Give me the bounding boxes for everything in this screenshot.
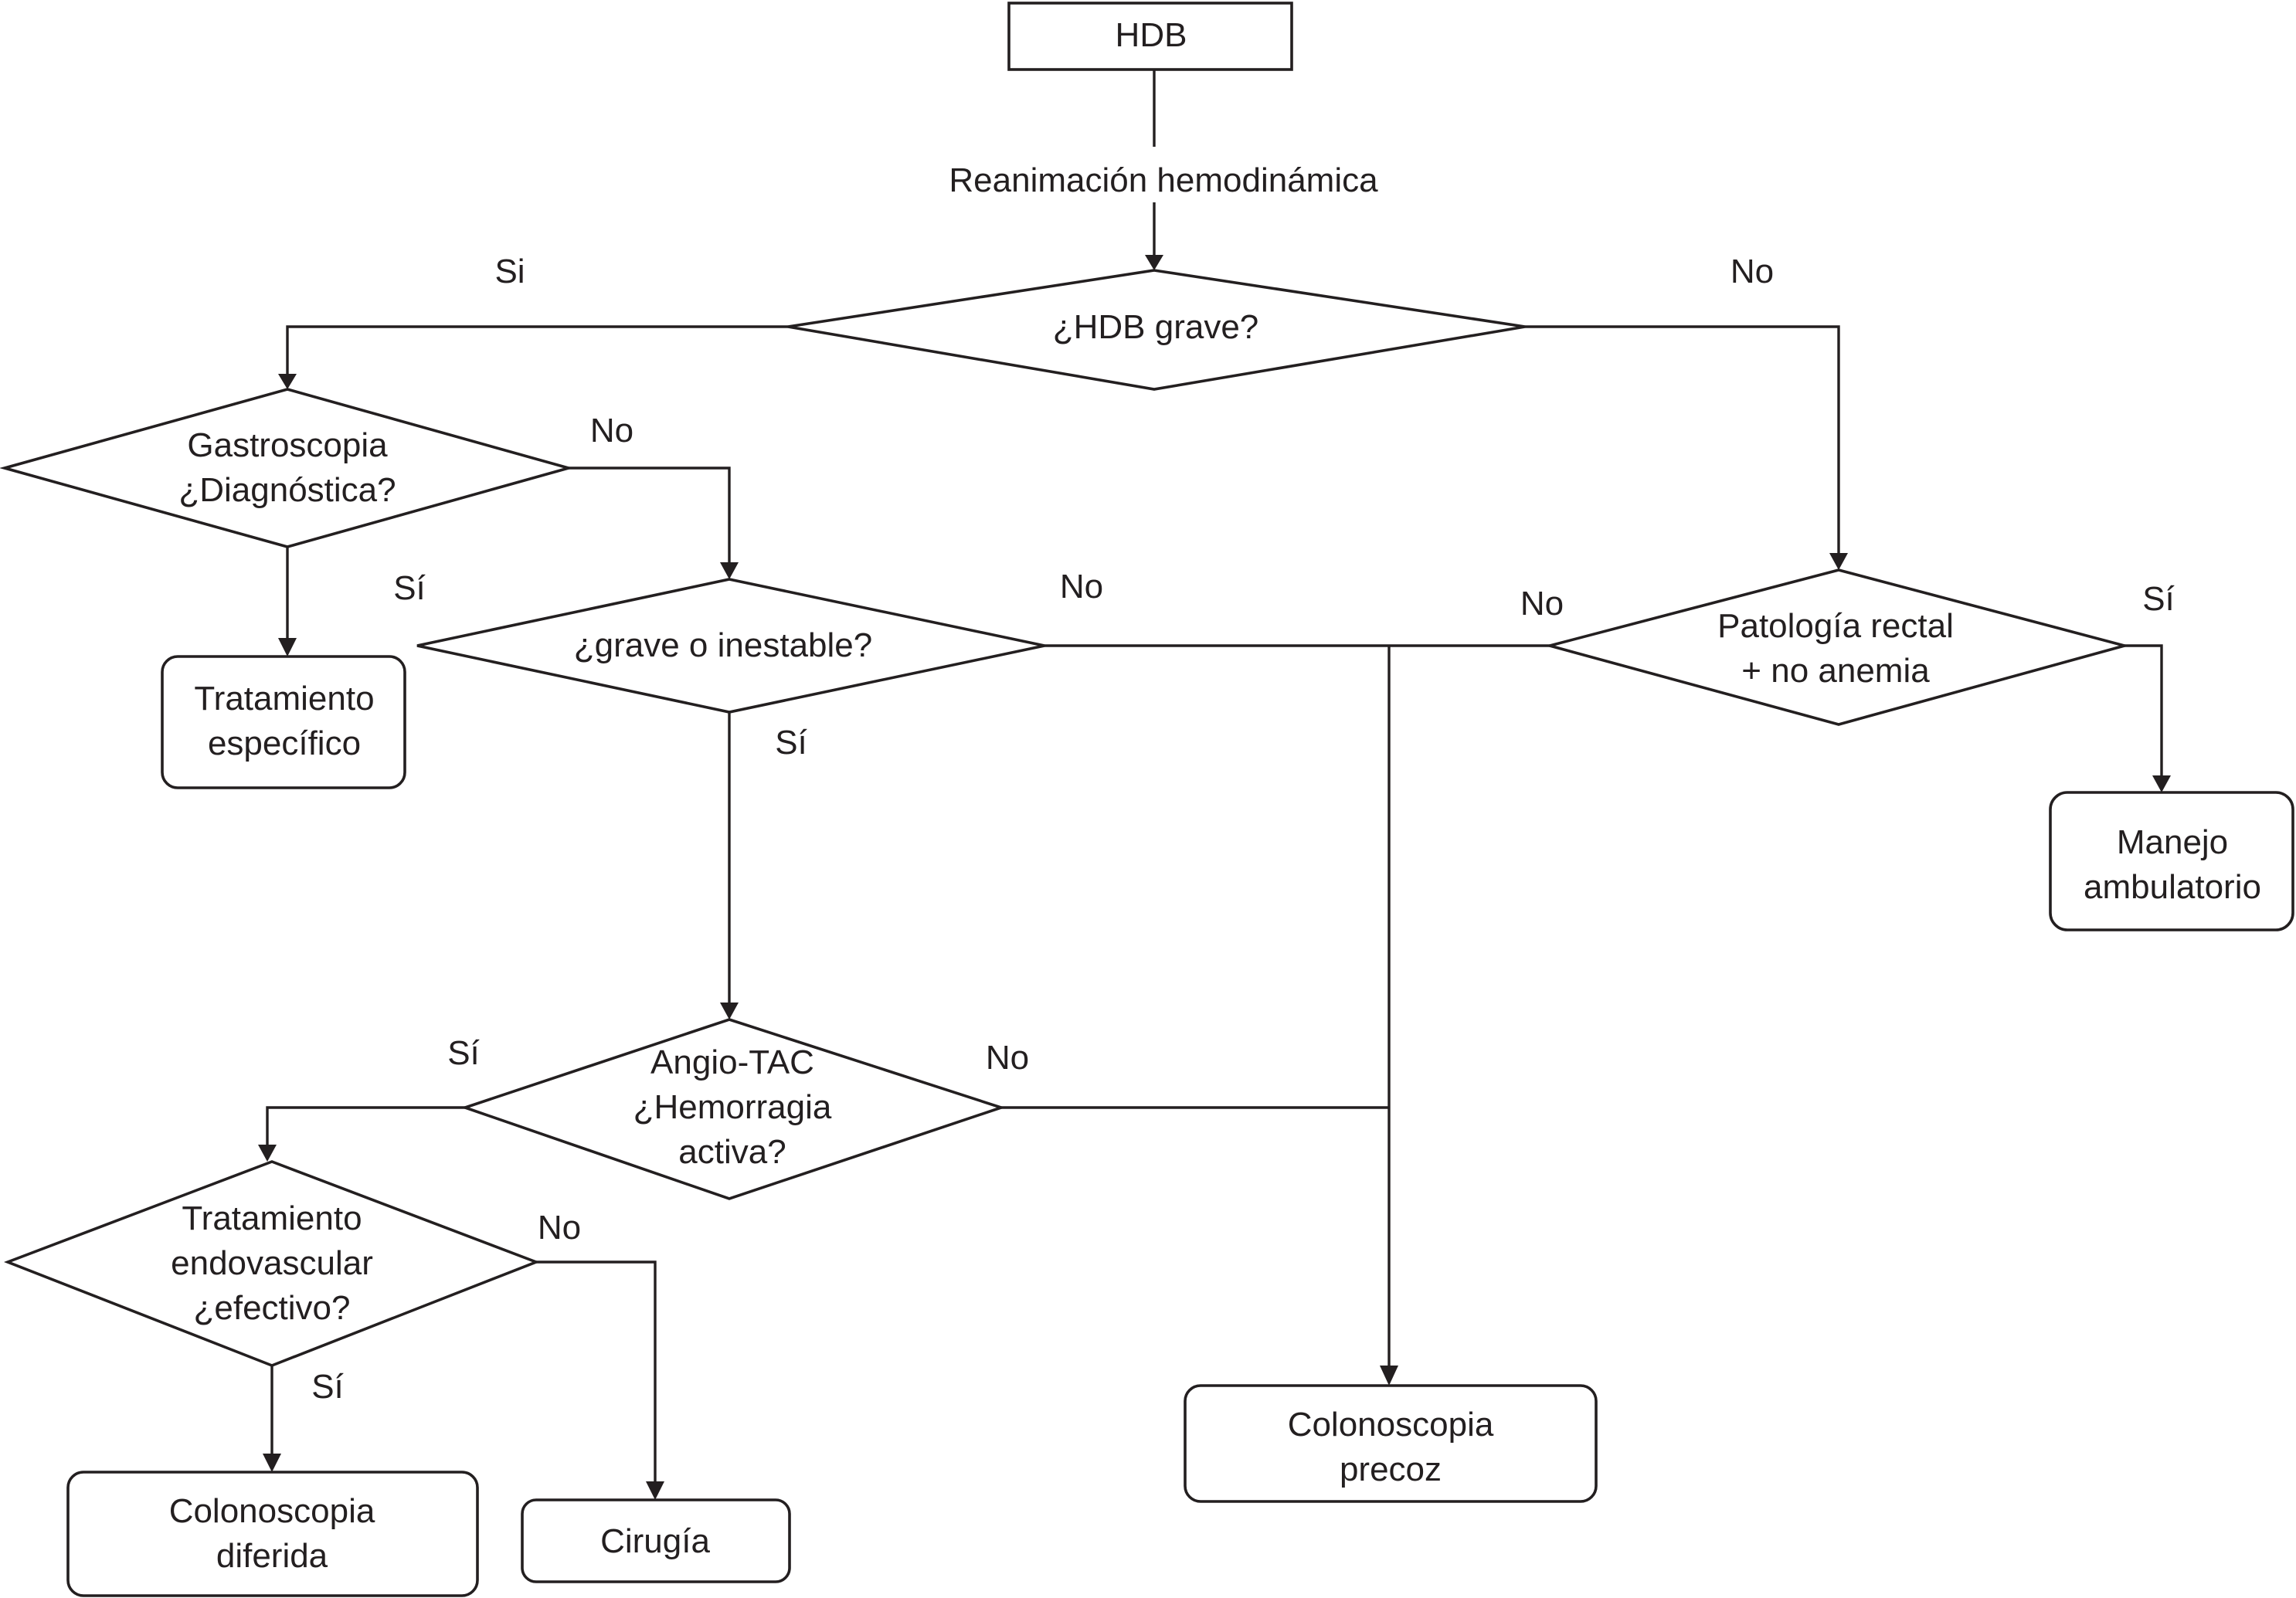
arrowhead-patologia-rectal [1829, 553, 1848, 570]
edge-label-rectal-no: No [1520, 585, 1564, 623]
connectors [266, 70, 2163, 1483]
edge-label-grave-si: Si [494, 253, 525, 290]
arrowheads [258, 255, 2171, 1500]
connector-grave-si [286, 325, 788, 375]
connector-angio-si [266, 1106, 465, 1145]
hdb-label: HDB [1115, 16, 1187, 54]
edge-label-endo-no: No [537, 1209, 582, 1247]
connector-gastro-no [569, 467, 731, 562]
arrowhead-gastroscopia [278, 374, 297, 389]
arrowhead-tratamiento-endovascular [258, 1145, 277, 1162]
connector-rectal-si [2124, 644, 2163, 777]
arrowhead-angio-tac [720, 1003, 739, 1020]
angio-tac-diamond [460, 1018, 1006, 1200]
manejo-ambulatorio-box [2049, 791, 2294, 931]
tratamiento-especifico-box [161, 655, 406, 789]
edge-label-rectal-si: Sí [2142, 580, 2175, 618]
edge-label-gastro-no: No [589, 412, 634, 450]
colonoscopia-diferida-label: Colonoscopia diferida [168, 1492, 375, 1575]
hdb-grave-label: ¿HDB grave? [1052, 308, 1259, 346]
grave-inestable-diamond [416, 578, 1045, 714]
colonoscopia-precoz-box [1184, 1384, 1598, 1503]
colonoscopia-precoz-label: Colonoscopia precoz [1287, 1406, 1494, 1488]
edge-label-angio-si: Sí [447, 1034, 480, 1072]
patologia-rectal-diamond [1544, 568, 2130, 726]
edge-label-inestable-si: Sí [775, 724, 807, 762]
connector-endo-no [536, 1260, 657, 1483]
reanimacion-label: Reanimación hemodinámica [949, 161, 1378, 199]
angio-tac-label: Angio-TAC ¿Hemorragia activa? [633, 1043, 832, 1171]
arrowhead-hdb-grave [1145, 255, 1163, 270]
arrowhead-colonoscopia-diferida [263, 1454, 281, 1472]
edge-label-inestable-no: No [1059, 568, 1104, 606]
hdb-grave-diamond [787, 269, 1526, 391]
grave-inestable-label: ¿grave o inestable? [573, 626, 873, 664]
arrowhead-tratamiento-especifico [278, 638, 297, 657]
cirugia-box [521, 1498, 791, 1583]
arrowhead-grave-inestable [720, 562, 739, 579]
gastroscopia-label: Gastroscopia ¿Diagnóstica? [178, 426, 396, 509]
tratamiento-endovascular-diamond [4, 1160, 540, 1367]
edge-label-angio-no: No [985, 1039, 1030, 1077]
hdb-box [1007, 2, 1293, 71]
arrowhead-manejo-ambulatorio [2152, 775, 2171, 792]
manejo-ambulatorio-label: Manejo ambulatorio [2084, 823, 2261, 906]
tratamiento-especifico-label: Tratamiento específico [194, 680, 375, 762]
edge-label-endo-si: Sí [311, 1368, 344, 1406]
tratamiento-endovascular-label: Tratamiento endovascular ¿efectivo? [171, 1199, 373, 1327]
edge-label-grave-no: No [1730, 253, 1775, 290]
arrowhead-cirugia [646, 1481, 664, 1500]
patologia-rectal-label: Patología rectal + no anemia [1717, 607, 1954, 690]
cirugia-label: Cirugía [600, 1522, 710, 1560]
gastroscopia-diamond [0, 388, 574, 548]
connector-grave-no [1525, 325, 1840, 554]
arrowhead-colonoscopia-precoz [1380, 1366, 1398, 1386]
colonoscopia-diferida-box [66, 1471, 479, 1597]
edge-label-gastro-si: Sí [393, 569, 426, 607]
